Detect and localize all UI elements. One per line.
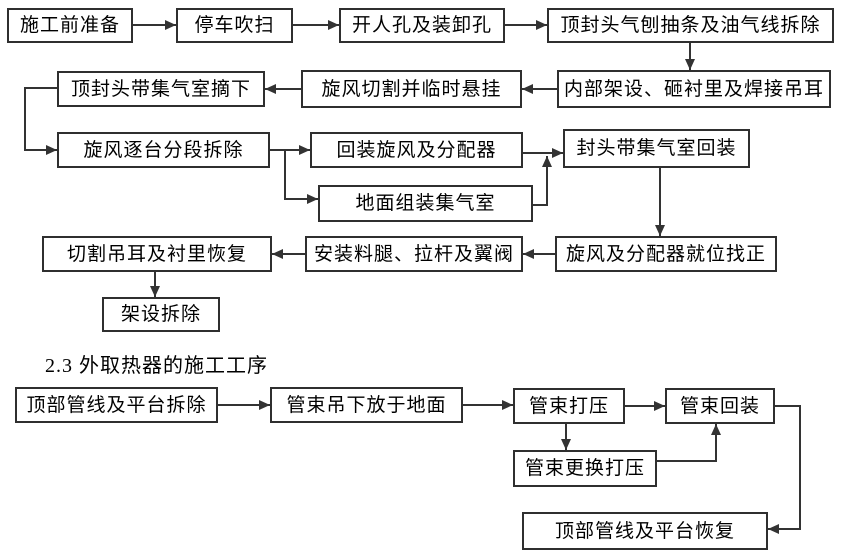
flow-node-head-reinstall: 封头带集气室回装 [563,129,750,168]
flow-node-cyclone-align: 旋风及分配器就位找正 [555,236,777,272]
arrow-top-head-remove-to-cyclone-dismantle [24,87,57,155]
flow-node-top-head-gouge: 顶封头气刨抽条及油气线拆除 [547,8,834,43]
flow-node-cyclone-dismantle: 旋风逐台分段拆除 [57,132,270,168]
flow-node-internal-scaffold: 内部架设、砸衬里及焊接吊耳 [557,70,831,108]
arrow-branch-to-ground-assemble [284,150,318,204]
flow-node-bundle-replace-test: 管束更换打压 [513,450,657,487]
arrow-ground-assemble-merge-up [533,156,552,206]
section-heading: 2.3 外取热器的施工工序 [45,355,268,377]
flow-node-cut-lugs-restore: 切割吊耳及衬里恢复 [42,236,272,272]
flow-node-top-head-remove: 顶封头带集气室摘下 [57,71,265,107]
flow-node-bundle-reinstall: 管束回装 [665,388,775,424]
flow-node-open-manhole: 开人孔及装卸孔 [339,8,505,43]
arrow-bundle-replace-test-to-bundle-reinstall [657,424,721,462]
flow-node-stop-purge: 停车吹扫 [176,8,293,43]
arrow-bundle-reinstall-to-top-pipe-restore [768,405,801,534]
flow-node-scaffold-remove: 架设拆除 [102,297,220,332]
flow-node-bundle-test: 管束打压 [513,388,625,424]
flow-node-top-pipe-restore: 顶部管线及平台恢复 [522,512,768,550]
flow-node-bundle-lower: 管束吊下放于地面 [270,387,463,423]
flow-node-ground-assemble: 地面组装集气室 [318,185,533,222]
flow-node-prep: 施工前准备 [7,8,133,43]
flow-node-top-pipe-remove: 顶部管线及平台拆除 [15,387,218,423]
flow-node-cyclone-cut: 旋风切割并临时悬挂 [301,70,522,108]
flow-node-install-legs: 安装料腿、拉杆及翼阀 [305,236,523,272]
flow-node-cyclone-reinstall: 回装旋风及分配器 [310,132,523,168]
